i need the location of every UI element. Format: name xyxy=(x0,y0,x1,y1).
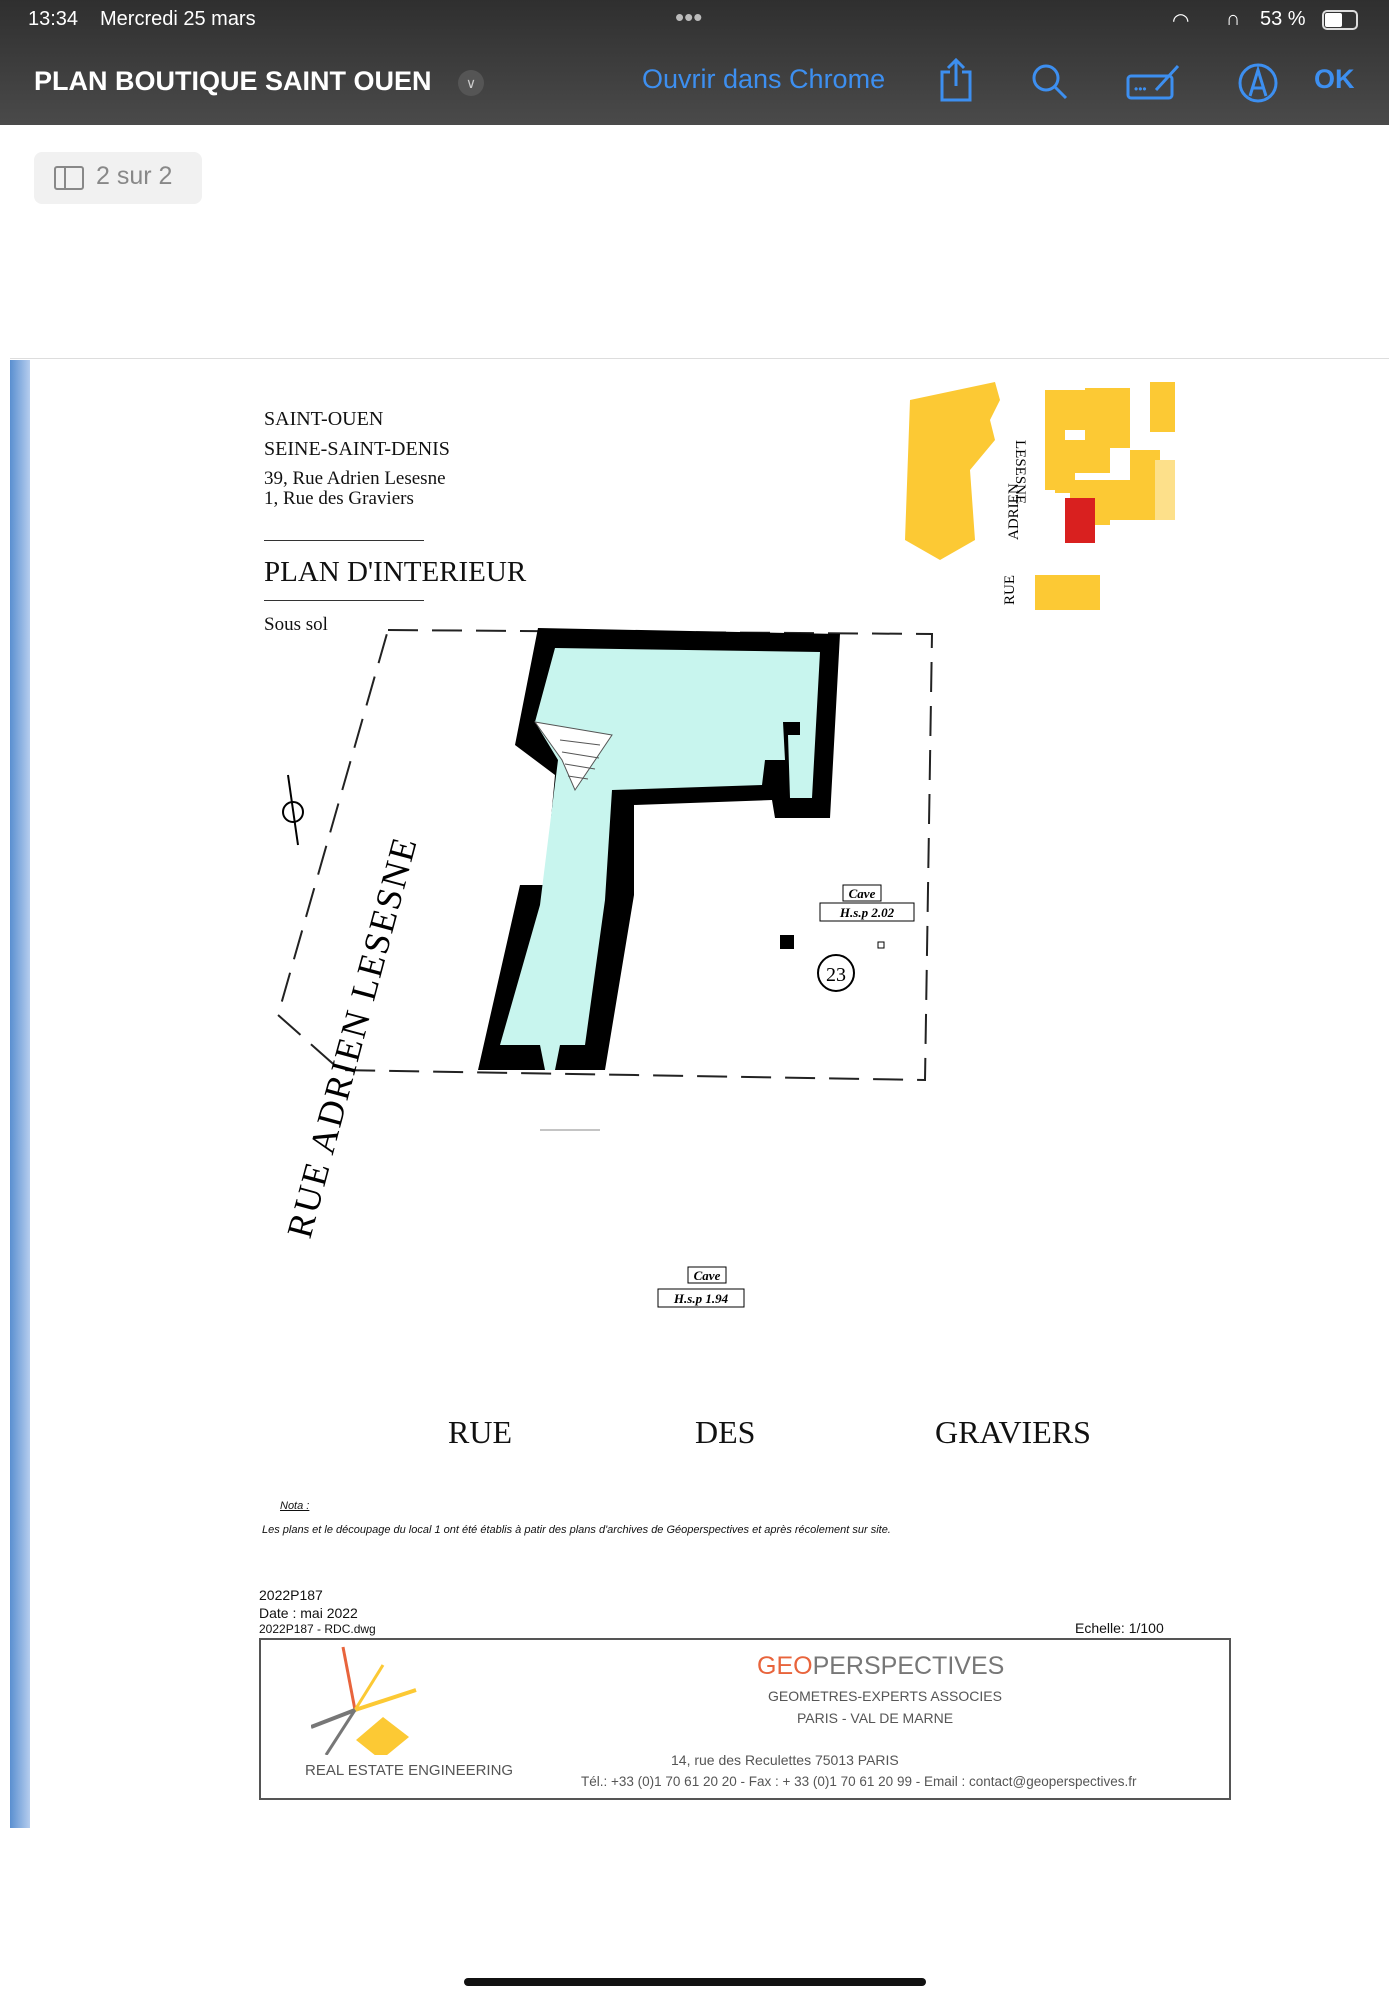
tagline: REAL ESTATE ENGINEERING xyxy=(305,1762,514,1779)
title-block: REAL ESTATE ENGINEERING GEOPERSPECTIVES … xyxy=(259,1638,1231,1800)
company-name-rest: PERSPECTIVES xyxy=(812,1652,1005,1680)
level: Sous sol xyxy=(264,614,328,635)
map-street-label: RUE xyxy=(1002,575,1018,605)
company-contact: Tél.: +33 (0)1 70 61 20 20 - Fax : + 33 … xyxy=(581,1774,1137,1789)
multitask-dots-icon[interactable]: ••• xyxy=(675,2,703,32)
street-label-left: RUE ADRIEN LESESNE xyxy=(279,832,425,1242)
home-indicator[interactable] xyxy=(464,1978,926,1986)
wifi-icon: ◠ xyxy=(1172,10,1190,32)
status-time: 13:34 xyxy=(28,8,79,30)
page-indicator-label: 2 sur 2 xyxy=(96,162,173,190)
location-map: LESESNE ADRIEN RUE xyxy=(905,382,1175,610)
room-height: H.s.p 1.94 xyxy=(673,1291,729,1306)
pencil-tip-icon[interactable] xyxy=(1238,62,1278,104)
share-icon[interactable] xyxy=(938,58,974,102)
company-address: 14, rue des Reculettes 75013 PARIS xyxy=(671,1752,899,1768)
rule xyxy=(264,600,424,601)
sidebar-icon xyxy=(54,166,84,190)
company-subtitle: GEOMETRES-EXPERTS ASSOCIES xyxy=(768,1688,1002,1704)
done-button[interactable]: OK xyxy=(1314,64,1355,94)
document-title[interactable]: PLAN BOUTIQUE SAINT OUEN xyxy=(34,66,432,96)
lot-number: 23 xyxy=(826,964,846,986)
street-label-bottom: GRAVIERS xyxy=(935,1414,1091,1450)
headphones-icon: ∩ xyxy=(1226,8,1241,30)
svg-text:•••: ••• xyxy=(1134,82,1147,96)
company-name: GEOPERSPECTIVES xyxy=(757,1652,1004,1681)
open-in-chrome-button[interactable]: Ouvrir dans Chrome xyxy=(642,64,886,94)
company-logo xyxy=(311,1646,417,1755)
address-line-2: 1, Rue des Graviers xyxy=(264,488,414,509)
street-label-bottom: RUE xyxy=(448,1414,512,1450)
staircase xyxy=(533,721,613,792)
nota-text: Les plans et le découpage du local 1 ont… xyxy=(262,1524,891,1536)
company-name-geo: GEO xyxy=(757,1652,813,1680)
room-name: Cave xyxy=(694,1268,721,1283)
search-icon[interactable] xyxy=(1030,62,1070,102)
floor-plan: 23 Cave H.s.p 2.02 Cave H.s.p 1.94 RUE A… xyxy=(276,628,934,1308)
date: Date : mai 2022 xyxy=(259,1605,358,1621)
street-label-bottom: DES xyxy=(695,1414,756,1450)
chevron-down-icon[interactable]: ∨ xyxy=(458,70,484,96)
north-arrow-icon xyxy=(282,774,304,846)
plan-title: PLAN D'INTERIEUR xyxy=(264,556,527,588)
status-date: Mercredi 25 mars xyxy=(100,8,256,30)
markup-icon[interactable]: ••• xyxy=(1126,62,1182,102)
reference: 2022P187 xyxy=(259,1587,323,1603)
city: SAINT-OUEN xyxy=(264,408,384,430)
scale: Echelle: 1/100 xyxy=(1075,1620,1164,1636)
map-street-label: LESESNE xyxy=(1012,440,1028,504)
page-indicator[interactable]: 2 sur 2 xyxy=(34,152,202,204)
nota-label: Nota : xyxy=(280,1500,310,1512)
page-divider xyxy=(10,358,1389,359)
room-height: H.s.p 2.02 xyxy=(839,905,895,920)
file-name: 2022P187 - RDC.dwg xyxy=(259,1622,376,1636)
rule xyxy=(264,540,424,541)
lot-boundary xyxy=(276,628,934,1082)
department: SEINE-SAINT-DENIS xyxy=(264,438,450,460)
map-street-label: ADRIEN xyxy=(1006,483,1022,540)
top-bar: 13:34 Mercredi 25 mars ••• ◠ ∩ 53 % PLAN… xyxy=(0,0,1389,125)
address-line-1: 39, Rue Adrien Lesesne xyxy=(264,468,446,489)
company-region: PARIS - VAL DE MARNE xyxy=(797,1710,954,1726)
battery-icon xyxy=(1322,10,1358,30)
page-selection-bar xyxy=(10,360,30,1828)
room-name: Cave xyxy=(849,886,876,901)
cave-floor xyxy=(500,648,820,1070)
battery-percent: 53 % xyxy=(1260,8,1306,30)
